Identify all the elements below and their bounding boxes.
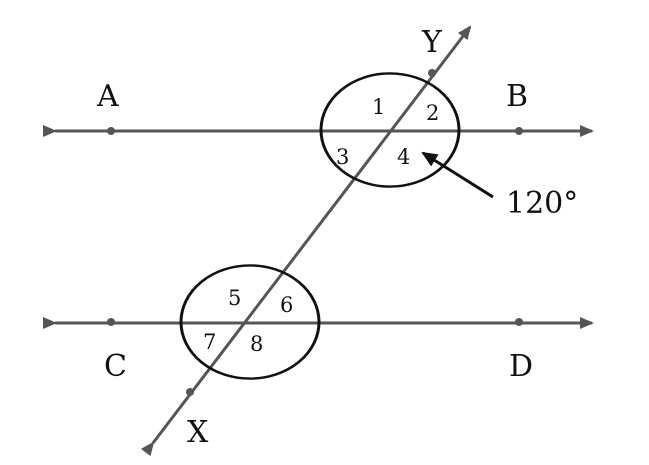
point-c-dot: [107, 318, 115, 326]
label-c: C: [104, 349, 127, 384]
label-a: A: [96, 79, 119, 114]
transversal-xy: [140, 25, 472, 457]
angle-8-label: 8: [250, 332, 263, 356]
label-d: D: [509, 349, 533, 384]
point-a-dot: [107, 127, 115, 135]
label-x: X: [187, 415, 209, 450]
angle-3-label: 3: [336, 145, 349, 169]
point-y-dot: [428, 69, 436, 77]
upper-intersection-circle: [319, 72, 461, 188]
label-y: Y: [421, 25, 443, 60]
lower-intersection-circle: [179, 264, 321, 380]
angle-6-label: 6: [280, 293, 293, 317]
angle-5-label: 5: [228, 286, 241, 310]
angle-2-label: 2: [426, 101, 439, 125]
angle-1-label: 1: [372, 95, 385, 119]
angle-4-value-label: 120°: [506, 186, 578, 221]
label-b: B: [506, 79, 528, 114]
point-b-dot: [515, 127, 523, 135]
angle-4-label: 4: [397, 145, 410, 169]
angle-4-pointer-arrow: [421, 151, 494, 199]
point-x-dot: [186, 388, 194, 396]
angle-7-label: 7: [203, 330, 216, 354]
point-d-dot: [515, 318, 523, 326]
